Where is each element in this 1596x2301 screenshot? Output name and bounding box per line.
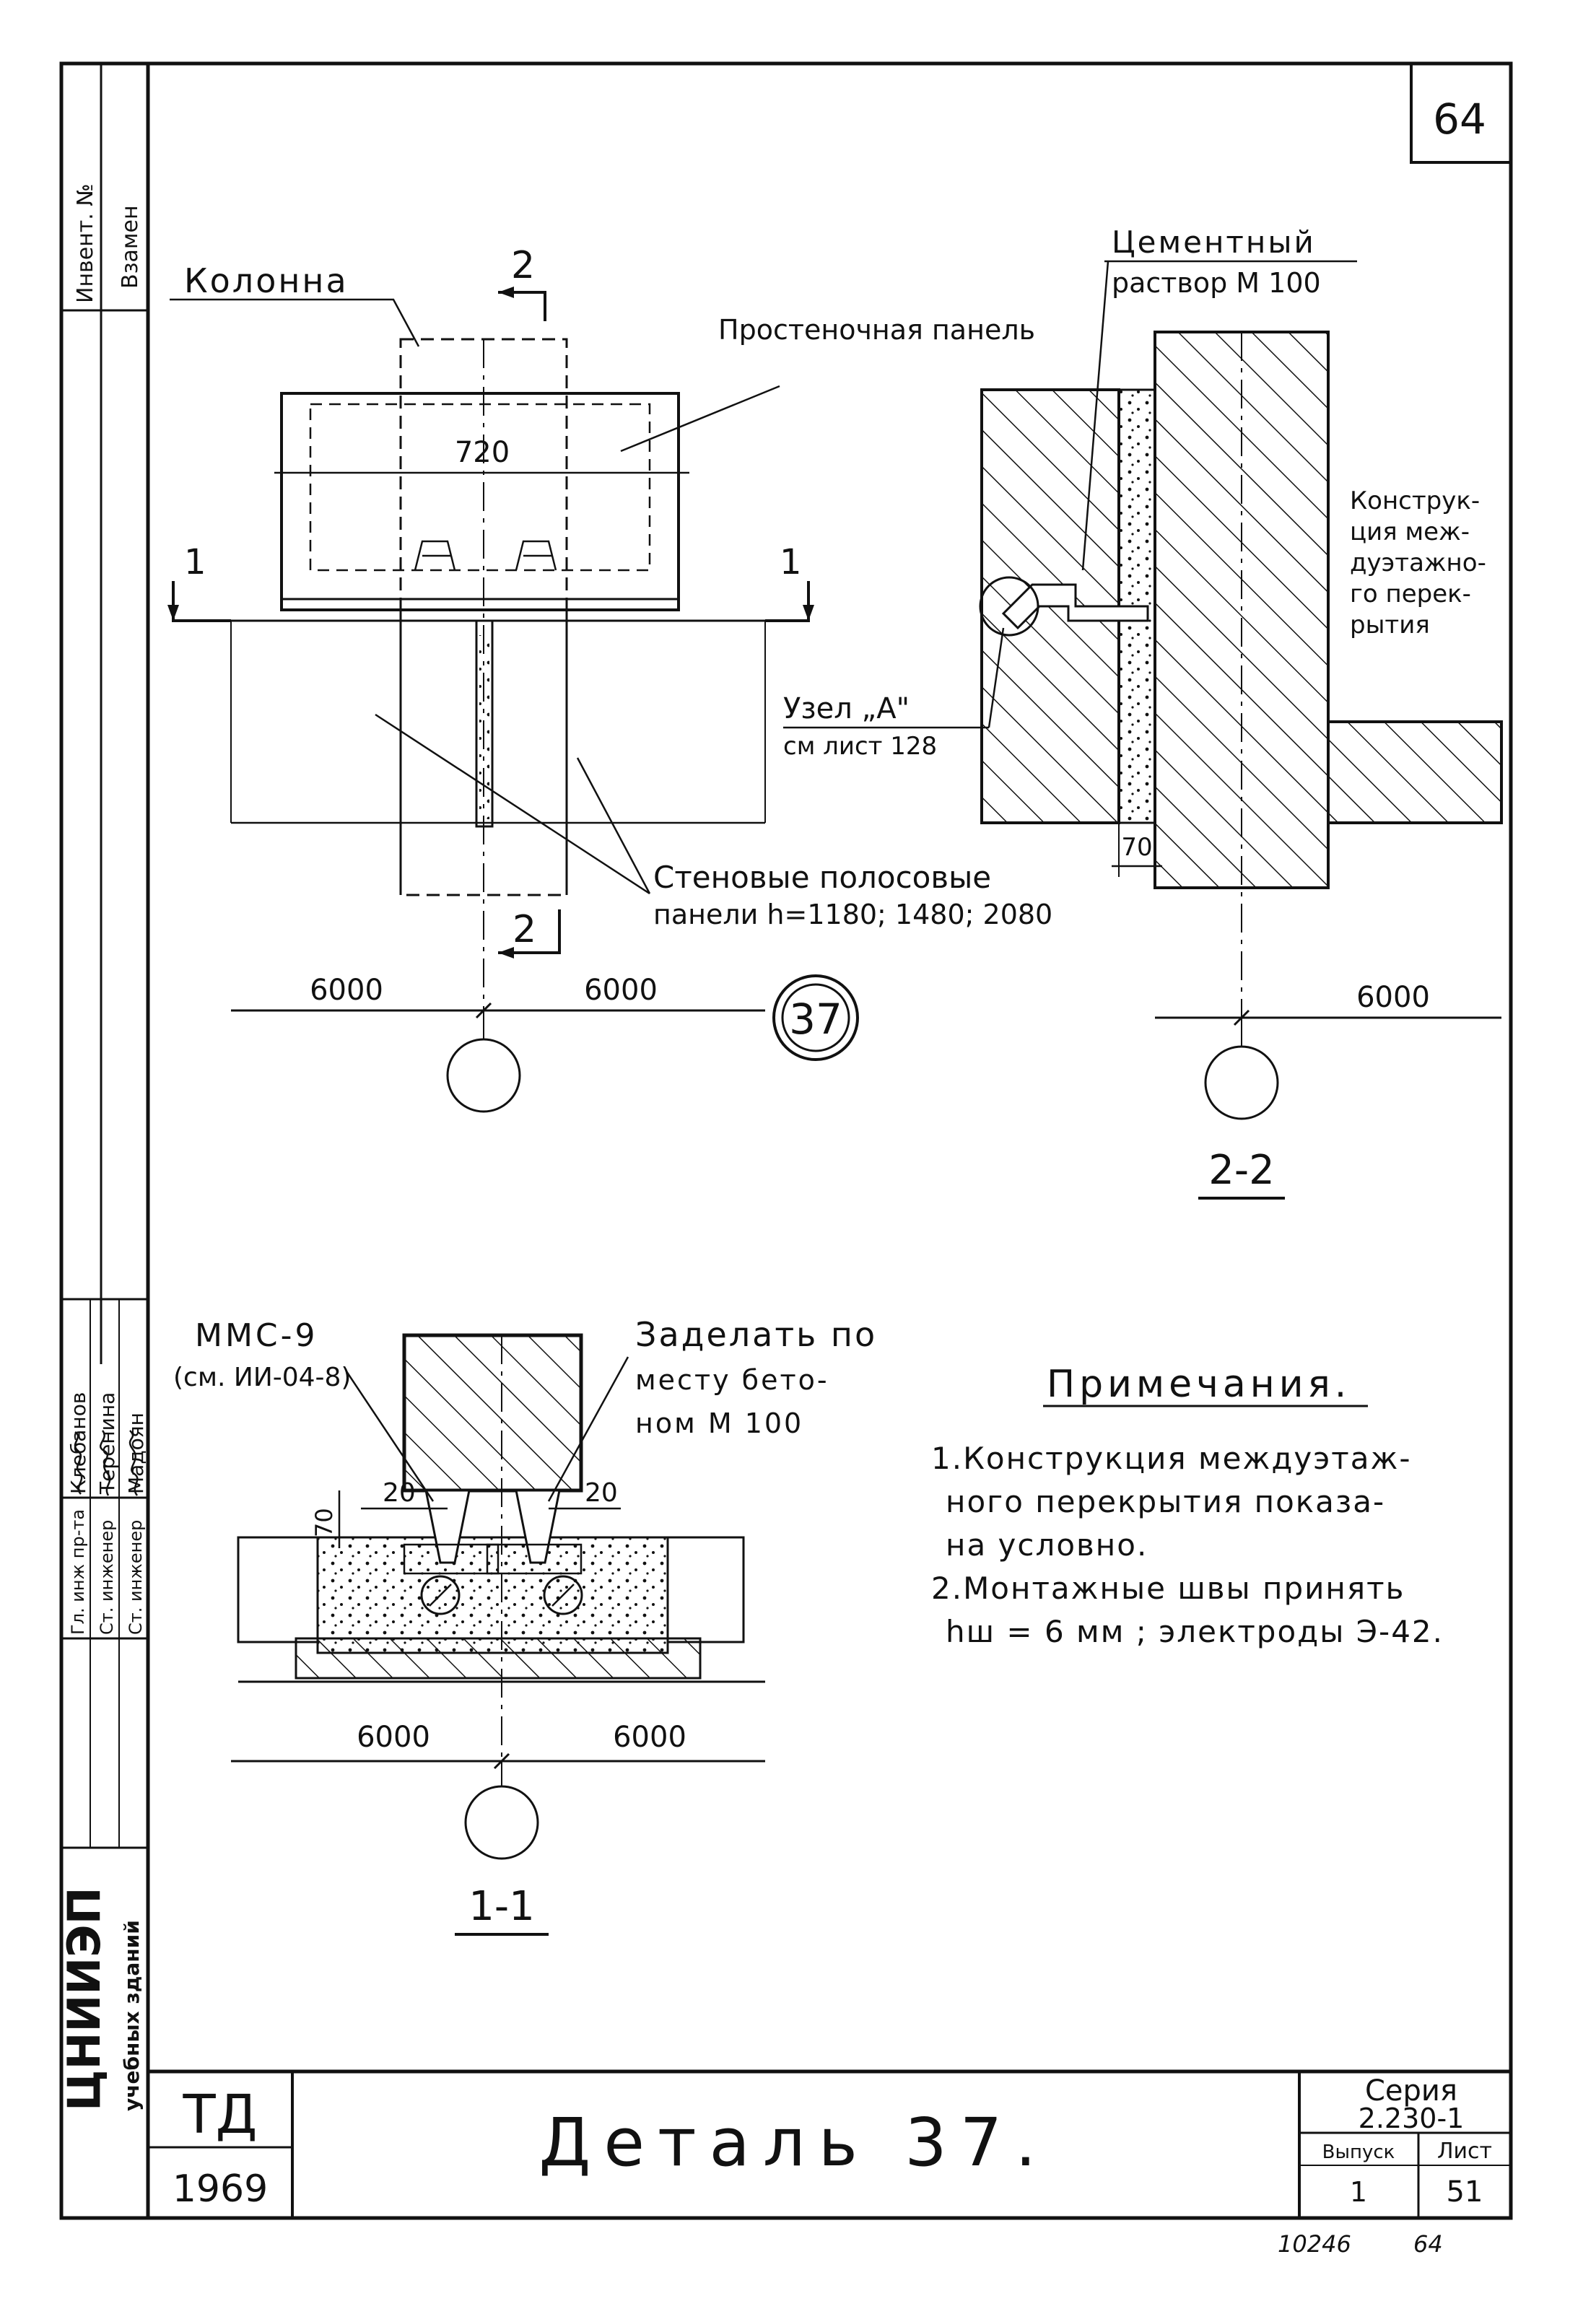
sheet-label: Лист <box>1437 2139 1492 2164</box>
label-mmc-1: ММС-9 <box>195 1317 318 1354</box>
dim-6000-1-1-right: 6000 <box>613 1721 686 1754</box>
dim-6000-right: 6000 <box>584 974 658 1007</box>
dim-20-right: 20 <box>585 1478 618 1508</box>
label-node-a-1: Узел „А" <box>783 692 910 725</box>
section-mark-1-right: 1 <box>780 542 802 582</box>
label-floor-5: рытия <box>1350 611 1430 639</box>
note-line-5: hш = 6 мм ; электроды Э-42. <box>946 1614 1444 1649</box>
note-line-3: на условно. <box>946 1527 1148 1563</box>
label-floor-2: ция меж- <box>1350 518 1470 546</box>
label-wall-panels-1: Стеновые полосовые <box>653 860 991 895</box>
label-fill-3: ном М 100 <box>635 1407 803 1439</box>
signature-3 <box>128 1430 139 1496</box>
issue-value: 1 <box>1350 2176 1367 2208</box>
dim-70-1-1: 70 <box>310 1508 338 1537</box>
sheet-value: 51 <box>1447 2175 1483 2209</box>
outer-frame <box>59 61 1513 2220</box>
signature-2 <box>99 1430 111 1496</box>
side-stamp: Инвент. № Взамен Гл. инж пр-та Ст. инжен… <box>58 183 148 2111</box>
label-column: Колонна <box>184 261 349 300</box>
node-number: 37 <box>789 995 842 1044</box>
dim-6000-left: 6000 <box>310 974 383 1007</box>
label-wall-panels-2: панели h=1180; 1480; 2080 <box>653 899 1052 930</box>
label-node-a-2: см лист 128 <box>783 732 937 761</box>
inventory-label: Инвент. № <box>73 183 98 303</box>
label-floor-3: дуэтажно- <box>1350 549 1486 577</box>
footer-page: 64 <box>1413 2230 1443 2258</box>
sheet-number: 64 <box>1433 95 1486 144</box>
name-klebanov: Клебанов <box>66 1392 90 1494</box>
dim-6000-1-1-left: 6000 <box>357 1721 430 1754</box>
institute-subtitle: учебных зданий <box>120 1920 144 2111</box>
label-mortar-2: раствор М 100 <box>1112 267 1321 299</box>
label-floor-4: го перек- <box>1350 580 1471 608</box>
dim-20-left: 20 <box>383 1478 416 1508</box>
label-floor-1: Конструк- <box>1350 486 1480 515</box>
dim-6000-2-2: 6000 <box>1356 981 1430 1014</box>
series-value: 2.230-1 <box>1359 2103 1465 2134</box>
sheet-number-box: 64 <box>1410 64 1511 164</box>
section-1-1: 70 20 20 ММС-9 (см. ИИ-04-8) Заделать по… <box>173 1315 877 1936</box>
title-block: ТД 1969 Деталь 37. Серия 2.230-1 Выпуск … <box>148 2069 1511 2218</box>
issue-label: Выпуск <box>1322 2141 1395 2163</box>
note-line-4: 2.Монтажные швы принять <box>931 1571 1405 1606</box>
series-label: Серия <box>1365 2074 1457 2108</box>
notes: Примечания. 1.Конструкция междуэтаж- ног… <box>931 1363 1444 1649</box>
role-chief-engineer: Гл. инж пр-та <box>68 1509 88 1635</box>
drawing-title: Деталь 37. <box>538 2104 1049 2181</box>
replaces-label: Взамен <box>118 205 143 289</box>
dim-720: 720 <box>455 436 510 469</box>
year: 1969 <box>173 2167 268 2211</box>
label-mmc-2: (см. ИИ-04-8) <box>173 1363 351 1392</box>
section-mark-1-left: 1 <box>184 542 206 582</box>
signature-1 <box>74 1431 83 1495</box>
section-1-1-title: 1-1 <box>468 1883 534 1930</box>
name-madoyan: Мадоян <box>124 1413 148 1494</box>
section-mark-2-bottom: 2 <box>513 908 536 951</box>
org-code: ТД <box>182 2084 257 2146</box>
plan-view: 720 1 1 2 2 Колонна Простеночная панель … <box>167 244 1052 1113</box>
dim-70-2-2: 70 <box>1121 833 1152 862</box>
name-terenina: Теренина <box>95 1392 119 1495</box>
label-fill-1: Заделать по <box>635 1315 877 1354</box>
notes-heading: Примечания. <box>1047 1363 1351 1406</box>
role-senior-engineer-1: Ст. инженер <box>97 1520 117 1635</box>
label-panel-1: Простеночная панель <box>718 314 1035 346</box>
label-mortar-1: Цементный <box>1112 224 1316 260</box>
section-mark-2-top: 2 <box>511 244 535 287</box>
note-line-2: ного перекрытия показа- <box>946 1484 1385 1519</box>
institute-name: ЦНИИЭП <box>58 1887 110 2111</box>
section-2-2-title: 2-2 <box>1208 1147 1274 1194</box>
role-senior-engineer-2: Ст. инженер <box>126 1520 146 1635</box>
footer-code: 10246 <box>1278 2230 1351 2258</box>
section-2-2: 70 Цементный раствор М 100 Конструк- ция… <box>783 224 1503 1200</box>
label-fill-2: месту бето- <box>635 1364 829 1396</box>
note-line-1: 1.Конструкция междуэтаж- <box>931 1441 1412 1476</box>
